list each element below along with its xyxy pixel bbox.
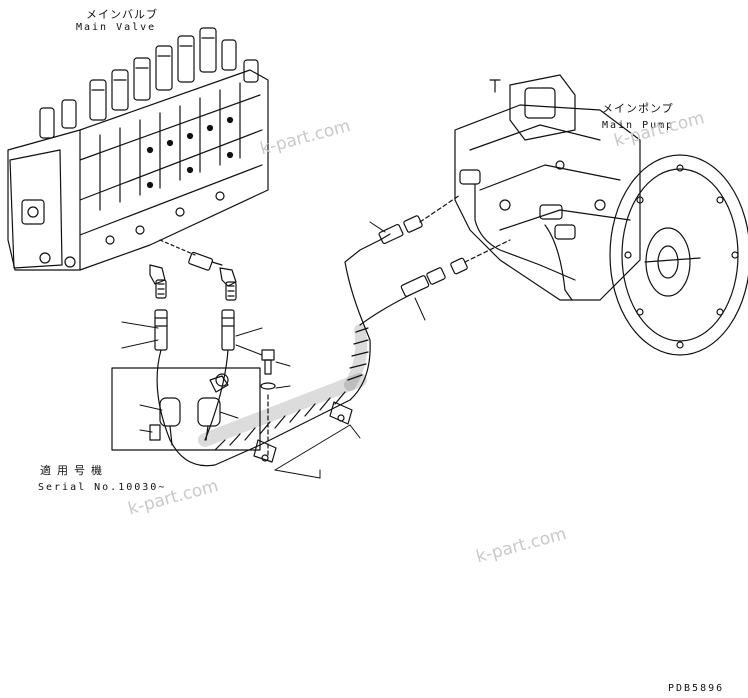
leader-lines — [121, 221, 426, 479]
main-pump-label-jp: メインポンプ — [602, 102, 674, 115]
main-valve-label-en: Main Valve — [76, 22, 157, 33]
bolt-and-washer — [260, 349, 276, 456]
valve-side-fittings — [149, 239, 237, 351]
main-valve — [7, 27, 269, 271]
hose-assembly — [156, 194, 511, 467]
serial-label-en: Serial No.10030~ — [38, 482, 167, 493]
main-pump — [454, 74, 748, 356]
main-valve-label-jp: メインバルブ — [86, 8, 158, 21]
serial-detail-box — [111, 367, 261, 451]
serial-label-jp: 適用号機 — [40, 464, 108, 477]
figure-reference: PDB5896 — [668, 683, 725, 694]
main-pump-label-en: Main Pump — [602, 120, 675, 131]
